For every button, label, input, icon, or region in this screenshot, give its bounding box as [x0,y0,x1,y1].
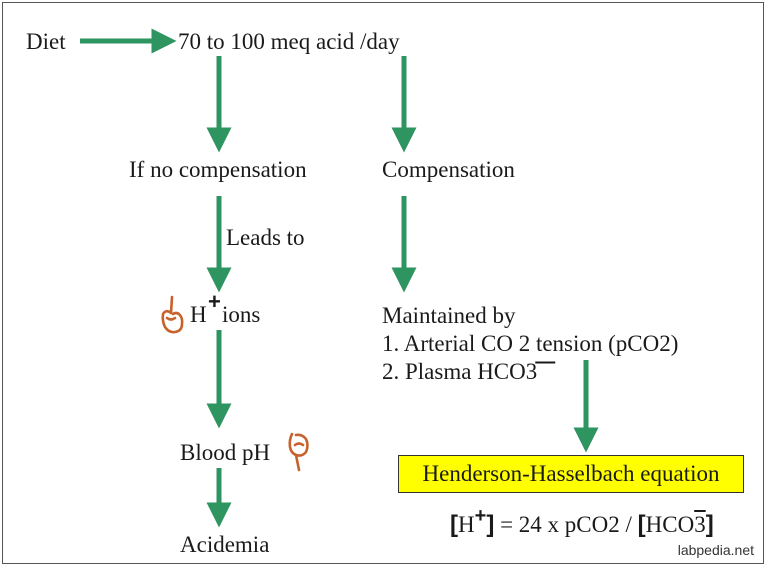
minus-charge: — [535,351,556,373]
henderson-hasselbach-label: Henderson-Hasselbach equation [422,461,720,486]
arterial-co2-item: 1. Arterial CO 2 tension (pCO2) [382,331,679,356]
plus-charge: + [208,289,221,314]
h-ion-symbol: H+ [190,289,221,327]
hand-pointing-down-icon [288,432,309,472]
equation-formula: [H+] = 24 x pCO2 / [HCO3] [450,505,714,538]
acidemia-label: Acidemia [180,532,270,557]
acid-load-label: 70 to 100 meq acid /day [178,29,400,54]
henderson-hasselbach-box: Henderson-Hasselbach equation [398,455,744,493]
leads-to-label: Leads to [226,225,305,250]
compensation-label: Compensation [382,157,515,182]
hand-pointing-up-icon [161,295,184,334]
maintained-by-label: Maintained by [382,303,516,328]
plasma-hco3-item: 2. Plasma HCO3— [382,351,556,384]
blood-ph-label: Blood pH [180,440,271,465]
no-compensation-label: If no compensation [129,157,307,182]
ions-label: ions [222,302,261,327]
source-watermark: labpedia.net [677,542,754,558]
diet-label: Diet [26,29,66,54]
